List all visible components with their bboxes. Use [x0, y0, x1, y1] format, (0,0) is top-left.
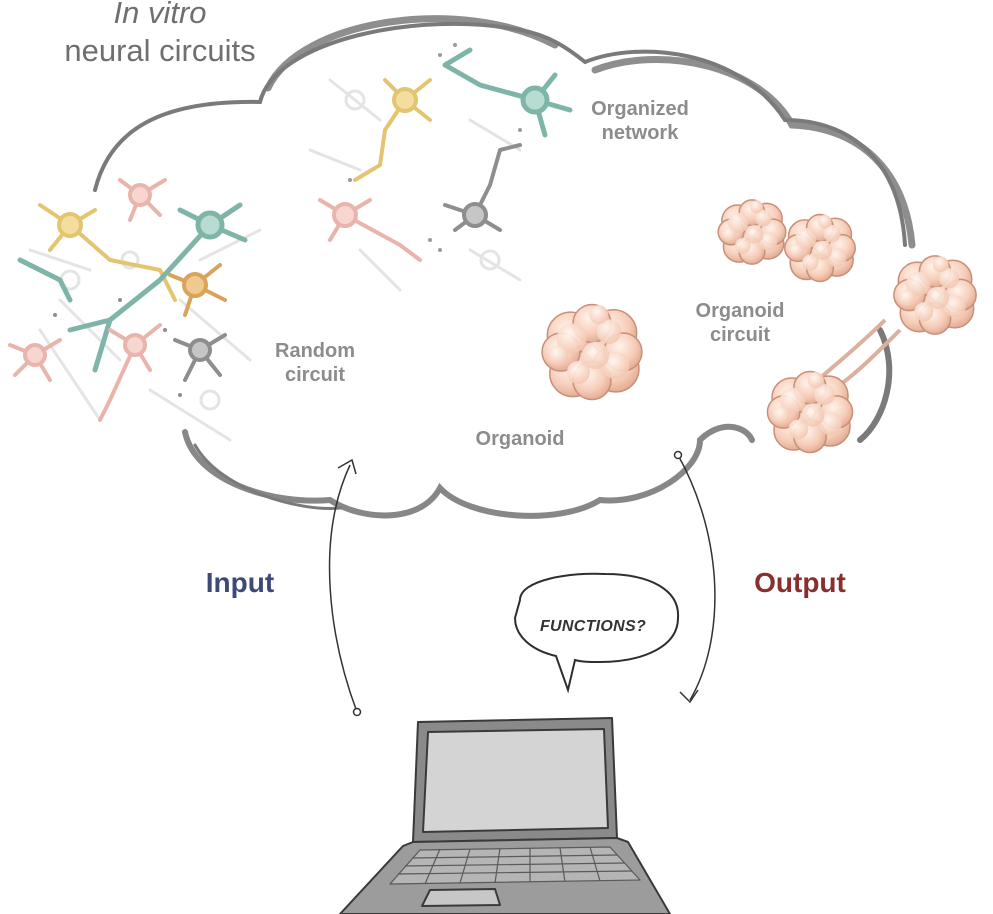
output-label: Output [754, 567, 846, 598]
input-arrow [328, 458, 362, 717]
neuron-icon [443, 143, 522, 232]
laptop-icon [339, 717, 671, 914]
neuron-icon [118, 178, 167, 222]
random-circuit-label: Random circuit [275, 340, 355, 386]
laptop-touchpad [421, 888, 501, 907]
organoid-circuit-label: Organoid circuit [695, 300, 785, 346]
organized-network-label: Organized network [591, 98, 689, 144]
laptop-keyboard [389, 846, 641, 885]
title-line-1: In vitro [113, 0, 207, 30]
organoid-icon [541, 303, 643, 401]
output-arrow [673, 450, 716, 704]
neuron-icon [318, 198, 422, 262]
organoid-circuit-blob-3 [893, 255, 977, 335]
title-line-2: neural circuits [64, 32, 256, 68]
neuron-icon [173, 333, 227, 382]
diagram-title: In vitro neural circuits [40, 0, 280, 70]
neuron-icon [442, 47, 573, 138]
neuron-icon [353, 78, 432, 182]
organoid-label: Organoid [475, 428, 565, 450]
neuron-icon [8, 323, 162, 422]
speech-bubble-icon [513, 572, 680, 694]
random-circuit-neurons [8, 178, 262, 442]
cloud-outline-bottom [182, 423, 755, 519]
neuron-icon [168, 263, 227, 317]
functions-question: FUNCTIONS? [539, 618, 647, 635]
neuron-icon [17, 202, 248, 373]
cloud-outline-outer [264, 15, 916, 249]
organoid-single [541, 303, 643, 401]
organoid-circuit [717, 199, 977, 454]
organoid-circuit-blob-1 [717, 199, 787, 265]
organoid-circuit-blob-2 [784, 213, 856, 283]
neuron-icon [38, 203, 177, 302]
neuron-icon [28, 228, 262, 442]
organized-network-neurons [308, 43, 573, 292]
organoid-circuit-blob-4 [766, 370, 854, 454]
input-label: Input [205, 567, 275, 598]
